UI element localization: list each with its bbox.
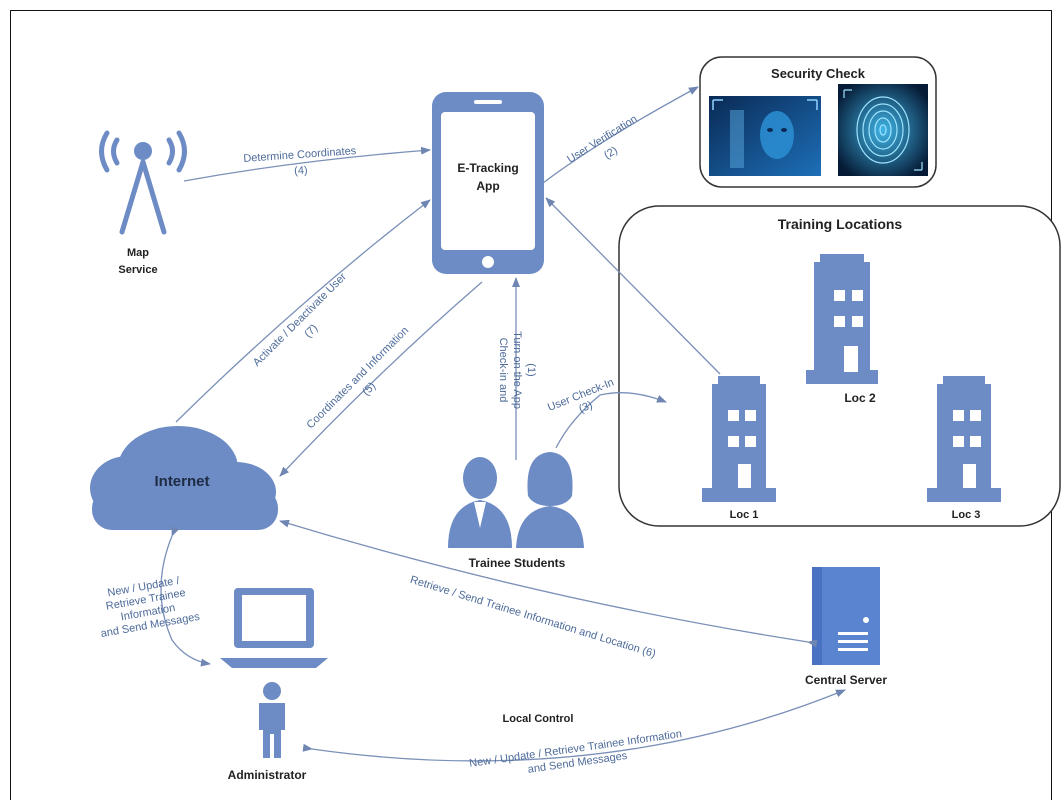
map-service-label-line1: Map [127,247,149,259]
flow-label-coords-step: (5) [360,380,378,398]
fingerprint-image [838,84,928,176]
face-recognition-image [709,96,821,176]
location-label-2: Loc 2 [844,391,876,405]
training-locations-group: Training Locations Loc 2 Loc 1 [618,205,1061,527]
arrow-app-to-security [542,86,699,184]
flow-label-retrieve: Retrieve / Send Trainee Information and … [409,574,658,660]
location-label-1: Loc 1 [730,509,759,521]
flow-label-checkin-1: Check-in and [497,338,509,403]
flow-label-activate-step: (7) [302,322,320,340]
flow-label-coords: Coordinates and Information [305,325,412,432]
flow-label-checkin-2: Turn on the App [511,331,523,409]
training-locations-title: Training Locations [778,216,903,232]
laptop-icon [220,588,328,668]
female-user-icon [516,452,584,548]
flow-label-verify: User Verification [565,113,639,166]
central-server-node: Central Server [805,567,887,687]
map-service-label-line2: Service [118,264,157,276]
arrow-app-to-internet [279,281,483,477]
arrows [160,86,846,762]
internet-node: Internet [90,426,278,530]
arrow-server-internet [279,519,818,648]
administrator-label: Administrator [228,768,307,782]
arrow-map-to-app [183,146,431,182]
flow-label-activate: Activate / Deactivate User [251,271,349,369]
arrow-internet-to-app [175,199,431,423]
trainee-students-node: Trainee Students [448,452,584,570]
e-tracking-app-node: E-Tracking App [432,92,544,274]
security-check-group: Security Check [699,56,937,188]
building-icon [927,376,1001,502]
male-user-icon [448,457,512,548]
person-icon [259,682,285,758]
arrow-loc-to-app [545,197,721,375]
location-label-3: Loc 3 [952,509,981,521]
central-server-label: Central Server [805,673,887,687]
local-control-label: Local Control [503,713,574,725]
administrator-node: Administrator [220,588,328,782]
flow-label-determine-step: (4) [294,165,308,178]
trainee-students-label: Trainee Students [469,556,566,570]
smartphone-icon [432,92,544,274]
arrow-admin-server [302,689,846,762]
antenna-icon [99,130,187,235]
security-check-title: Security Check [771,66,866,81]
flow-label-usercheck-step: (3) [577,399,594,415]
arrow-students-to-loc [555,392,667,449]
server-icon [812,567,880,665]
arrow-internet-admin [160,526,211,667]
building-icon [702,376,776,502]
map-service-node: Map Service [99,130,187,276]
flow-label-checkin-step: (1) [525,363,537,376]
flow-label-determine: Determine Coordinates [243,145,357,165]
app-label-line2: App [476,179,499,193]
building-icon [806,254,878,384]
internet-label: Internet [154,473,209,490]
app-label-line1: E-Tracking [457,161,518,175]
cloud-icon [90,426,278,530]
flow-label-verify-step: (2) [602,144,620,161]
